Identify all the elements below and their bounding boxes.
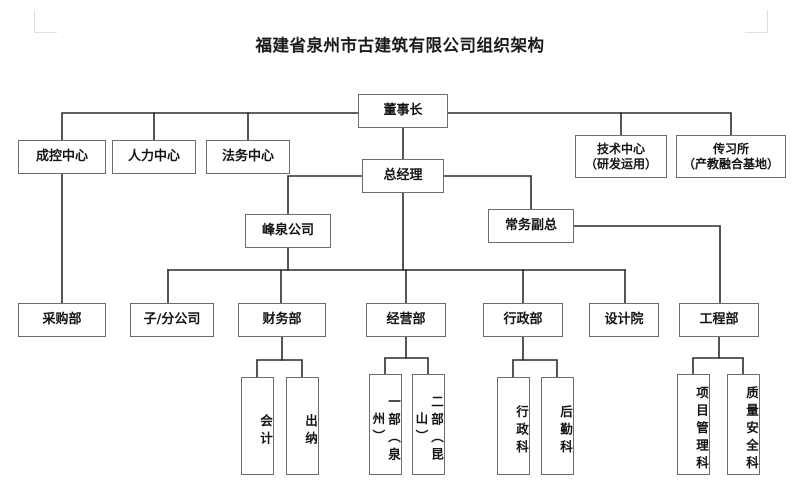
org-node-design[interactable]: 设计院 <box>589 303 659 337</box>
connector-line <box>443 175 532 210</box>
org-node-deputy-gm[interactable]: 常务副总 <box>488 209 574 243</box>
org-node-cashier[interactable]: 出纳 <box>286 377 319 475</box>
connector-line <box>61 112 359 141</box>
org-node-cost-center[interactable]: 成控中心 <box>18 140 106 174</box>
connector-line <box>573 225 721 304</box>
connector-line <box>384 336 407 375</box>
org-node-proj-mgmt[interactable]: 项目管理科 <box>677 374 710 475</box>
page-title: 福建省泉州市古建筑有限公司组织架构 <box>255 36 545 55</box>
org-node-engineering[interactable]: 工程部 <box>679 303 759 337</box>
connector-line <box>256 336 283 378</box>
org-node-logistics[interactable]: 后勤科 <box>541 377 574 475</box>
org-node-heritage[interactable]: 传习所 （产教融合基地） <box>676 135 786 178</box>
org-node-legal-center[interactable]: 法务中心 <box>206 140 290 174</box>
org-node-div-one[interactable]: 一部（泉州） <box>369 374 402 475</box>
crop-mark-top-right <box>745 10 768 33</box>
org-node-finance[interactable]: 财务部 <box>238 303 326 337</box>
org-node-hr-center[interactable]: 人力中心 <box>112 140 196 174</box>
connector-line <box>405 357 429 375</box>
org-node-fengquan[interactable]: 峰泉公司 <box>245 214 331 248</box>
org-node-chairman[interactable]: 董事长 <box>358 94 448 128</box>
crop-mark-top-left <box>34 10 57 33</box>
org-node-admin[interactable]: 行政部 <box>483 303 563 337</box>
connector-line <box>512 336 524 378</box>
connector-line <box>692 336 720 375</box>
org-node-gm[interactable]: 总经理 <box>362 159 444 193</box>
connector-line <box>522 359 558 378</box>
connector-line <box>287 175 363 215</box>
connector-line <box>718 357 744 375</box>
org-node-quality[interactable]: 质量安全科 <box>727 374 760 475</box>
org-node-operations[interactable]: 经营部 <box>366 303 446 337</box>
org-node-accounting[interactable]: 会计 <box>241 377 274 475</box>
org-node-tech-center[interactable]: 技术中心 （研发运用） <box>575 135 667 178</box>
org-node-admin-sect[interactable]: 行政科 <box>497 377 530 475</box>
org-node-subsidiary[interactable]: 子/分公司 <box>130 303 214 337</box>
connector-line <box>281 359 303 378</box>
org-node-div-two[interactable]: 二部（昆山） <box>412 374 445 475</box>
org-node-purchasing[interactable]: 采购部 <box>18 303 106 337</box>
connector-line <box>447 112 732 136</box>
